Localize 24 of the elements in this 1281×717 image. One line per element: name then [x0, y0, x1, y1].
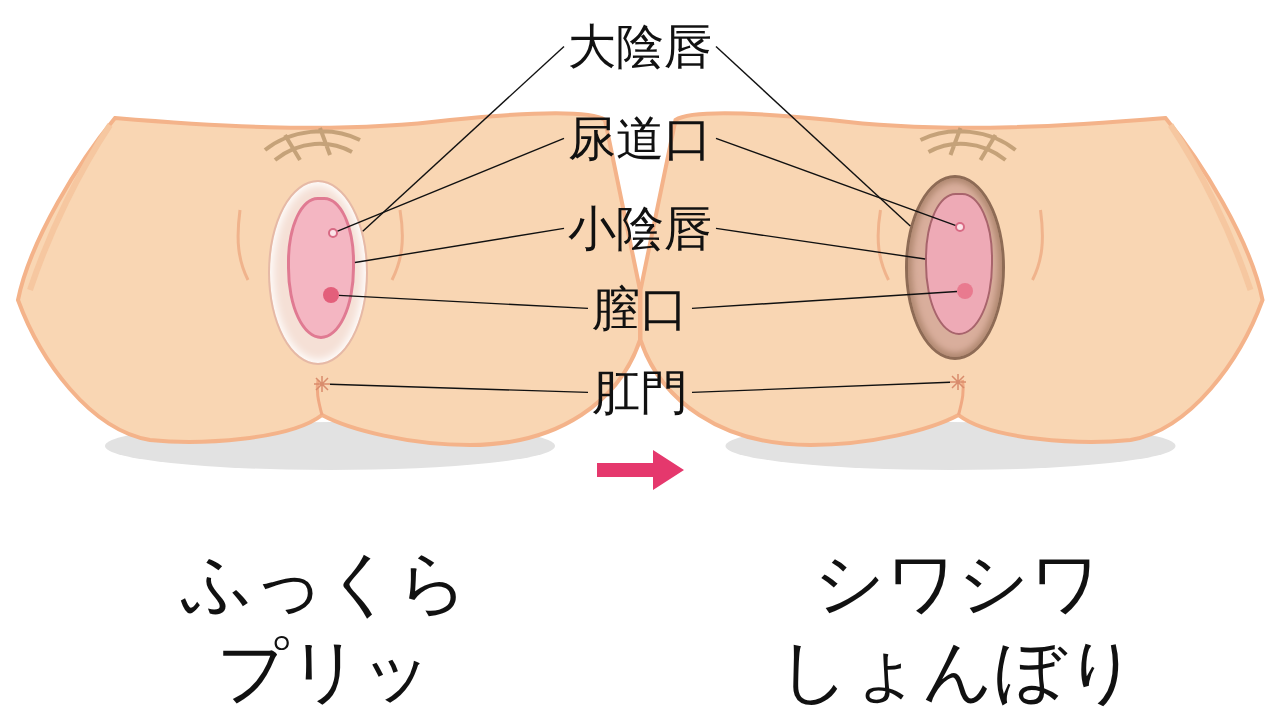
part-label: 肛門: [592, 366, 688, 419]
leader-line: [691, 381, 951, 394]
labia-minora-shape: [925, 193, 993, 335]
state-label: シワシワしょんぼり: [777, 541, 1139, 714]
vaginal-opening: [957, 283, 973, 299]
part-label: 尿道口: [568, 112, 712, 165]
part-label: 大陰唇: [568, 20, 712, 73]
leader-line: [336, 137, 565, 232]
leader-line: [329, 383, 589, 394]
labia-minora-shape: [287, 197, 355, 339]
vaginal-opening: [323, 287, 339, 303]
urethra-opening: [328, 228, 338, 238]
part-label: 小陰唇: [568, 202, 712, 255]
leader-line: [691, 290, 958, 310]
anus-mark: [950, 374, 966, 390]
leader-line: [338, 294, 589, 310]
part-label: 膣口: [592, 282, 688, 335]
leader-line: [715, 137, 956, 226]
urethra-opening: [955, 222, 965, 232]
leader-line: [362, 45, 565, 232]
leader-line: [715, 45, 911, 227]
anus-mark: [314, 376, 330, 392]
state-label: ふっくらプリッ: [180, 541, 470, 714]
leader-line: [354, 227, 565, 264]
